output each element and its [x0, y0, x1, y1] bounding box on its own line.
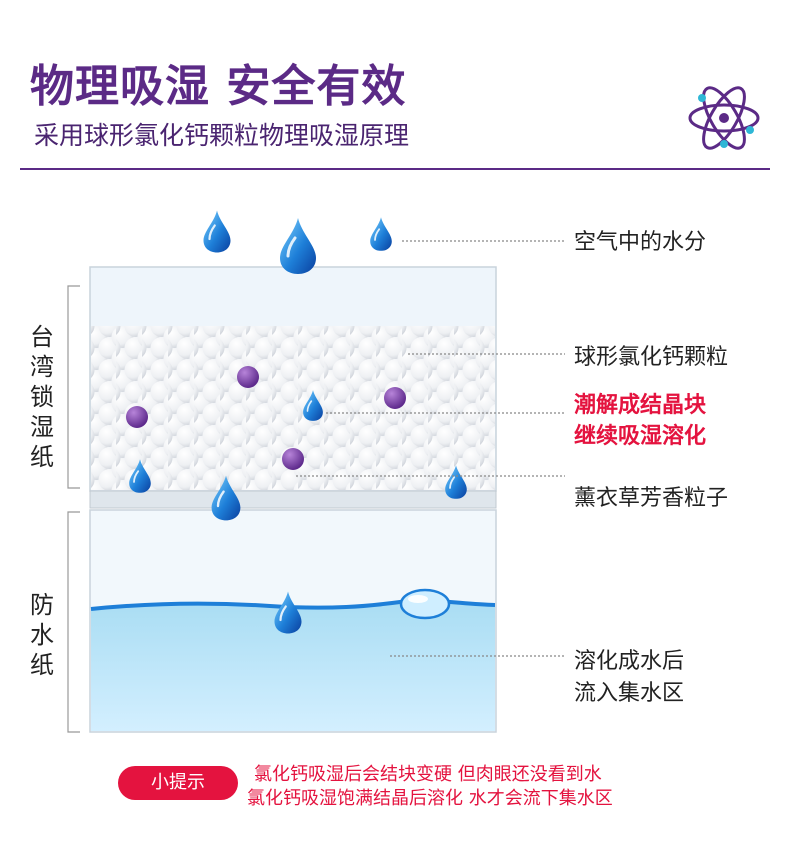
- bracket-taiwan-paper: [67, 285, 80, 489]
- tip-badge: 小提示: [118, 766, 238, 800]
- water-drop: [202, 209, 232, 254]
- header-divider: [20, 168, 770, 170]
- label-taiwan-paper: 台湾锁湿纸: [30, 323, 54, 471]
- water-bubble: [399, 588, 451, 620]
- water-collection-zone: [91, 600, 495, 731]
- lavender-particle: [237, 366, 259, 388]
- lavender-particle: [282, 448, 304, 470]
- tip-line2: 氯化钙吸湿饱满结晶后溶化 水才会流下集水区: [247, 788, 613, 809]
- label-tide-line1: 潮解成结晶块: [574, 393, 707, 418]
- label-dissolve-line1: 溶化成水后: [574, 649, 685, 674]
- water-drop: [369, 216, 393, 252]
- atom-icon: [688, 86, 760, 150]
- lavender-particle: [384, 387, 406, 409]
- label-tide-line2: 继续吸湿溶化: [574, 424, 707, 449]
- label-waterproof-paper: 防水纸: [30, 591, 54, 679]
- bracket-waterproof-paper: [67, 511, 80, 733]
- lavender-particle: [126, 406, 148, 428]
- lavender-strip: [89, 490, 497, 509]
- page-title: 物理吸湿 安全有效: [30, 61, 407, 112]
- label-lavender: 薰衣草芳香粒子: [574, 486, 729, 511]
- label-dissolve-line2: 流入集水区: [574, 681, 685, 706]
- tip-line1: 氯化钙吸湿后会结块变硬 但肉眼还没看到水: [254, 764, 602, 785]
- label-granules: 球形氯化钙颗粒: [574, 345, 729, 370]
- label-air-moisture: 空气中的水分: [574, 230, 707, 255]
- page-subtitle: 采用球形氯化钙颗粒物理吸湿原理: [34, 121, 410, 150]
- water-drop: [278, 216, 318, 276]
